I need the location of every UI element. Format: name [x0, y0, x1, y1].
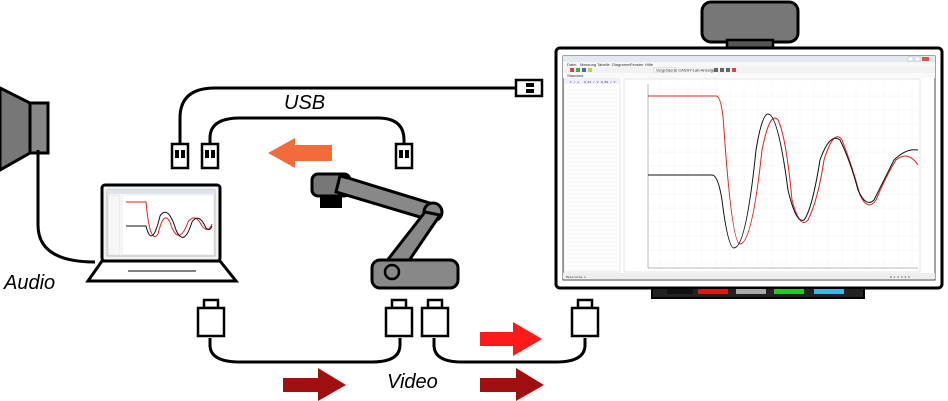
- interactive-whiteboard: Datei Messung Tabelle Diagramm Fenster H…: [554, 0, 944, 299]
- usb-direction-arrow: [268, 138, 332, 168]
- laptop-icon: [85, 183, 240, 283]
- table-header-ua1: U_A1 / V: [584, 80, 599, 84]
- menu-item-file[interactable]: Datei: [567, 62, 576, 67]
- video-plug-laptop: [196, 298, 226, 338]
- video-arrow-dark-right: [480, 368, 544, 401]
- chart-series-black: [648, 113, 919, 249]
- menu-item-window[interactable]: Fenster: [630, 62, 644, 67]
- usb-cable-camera: [208, 116, 406, 145]
- pen-red[interactable]: [698, 289, 728, 294]
- usb-label: USB: [284, 92, 326, 114]
- audio-cable: [36, 150, 96, 264]
- pen-black[interactable]: [667, 289, 693, 294]
- pen-grey[interactable]: [736, 289, 766, 294]
- tab-standard[interactable]: Standard: [567, 73, 583, 78]
- pen-blue[interactable]: [814, 289, 844, 294]
- usb-plug-whiteboard: [514, 78, 544, 98]
- status-right: 0 1 2 3 4 5: [890, 275, 910, 279]
- menu-item-measure[interactable]: Messung: [580, 62, 596, 67]
- video-label: Video: [387, 371, 438, 393]
- toolbar-zoom-text: Vergrößerte CASSY-Lab-Anzeige: [656, 68, 716, 73]
- video-plug-whiteboard: [570, 298, 600, 338]
- table-header-t: t / s: [570, 80, 579, 84]
- video-arrow-dark-left: [283, 368, 346, 401]
- video-plug-camera-in: [384, 298, 414, 338]
- usb-plug-laptop-1: [170, 142, 190, 170]
- usb-plug-laptop-2: [200, 142, 220, 170]
- pen-tray: [651, 287, 865, 299]
- chart-series-red: [648, 95, 919, 245]
- table-header-ub1: U_B1 / V: [601, 80, 616, 84]
- usb-cable-whiteboard: [178, 86, 520, 145]
- speaker-icon: [0, 86, 50, 172]
- projector-icon: [700, 0, 800, 54]
- video-plug-camera-out: [420, 298, 450, 338]
- status-left: Messreihe 1: [566, 275, 586, 279]
- menu-item-table[interactable]: Tabelle: [597, 62, 610, 67]
- oscilloscope-chart: [623, 78, 921, 273]
- video-cable-laptop-camera: [208, 338, 402, 364]
- menu-item-diagram[interactable]: Diagramm: [612, 62, 631, 67]
- pen-green[interactable]: [774, 289, 804, 294]
- video-cable-camera-whiteboard: [432, 338, 587, 364]
- usb-plug-camera: [394, 142, 414, 170]
- menu-item-help[interactable]: Hilfe: [645, 62, 654, 67]
- table-rows: [567, 85, 617, 271]
- video-arrow-bright: [480, 322, 542, 356]
- audio-label: Audio: [4, 272, 56, 294]
- document-camera-icon: [310, 172, 460, 290]
